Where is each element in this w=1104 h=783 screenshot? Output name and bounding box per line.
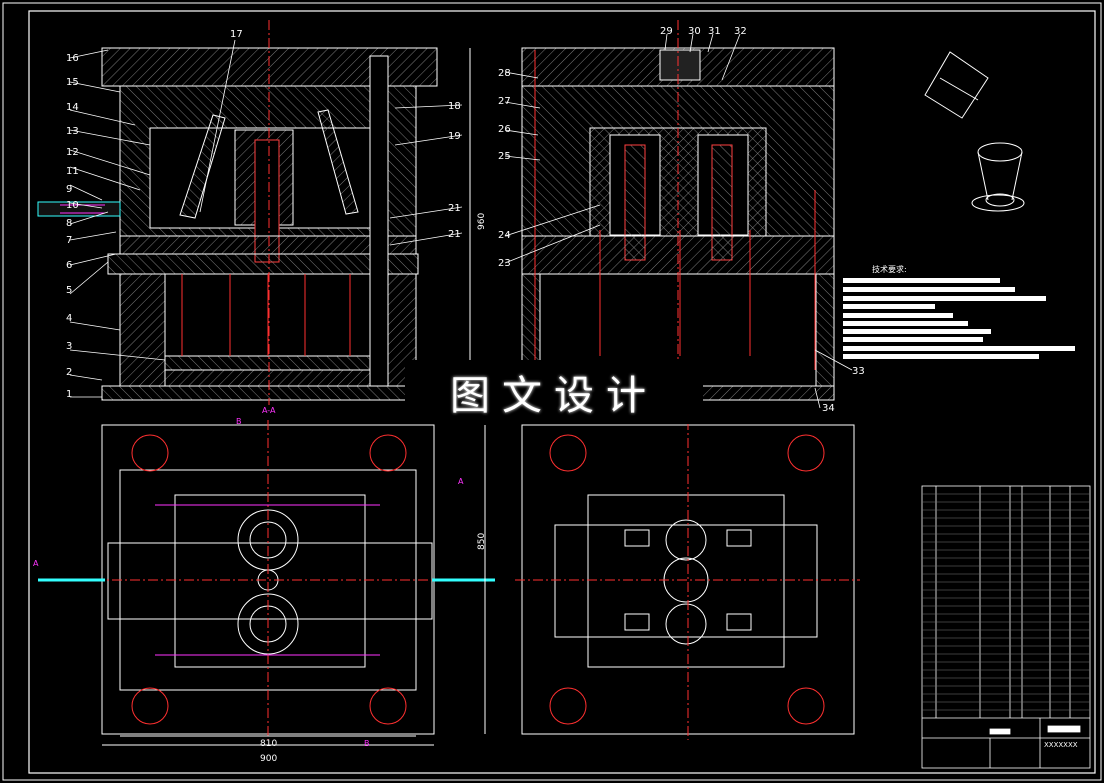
callout-9: 9	[66, 184, 72, 195]
callout-23: 23	[498, 258, 511, 269]
cut-marker-a-left: A	[33, 559, 39, 568]
callout-26: 26	[498, 124, 511, 135]
callout-labels: 1 2 3 4 5 6 7 8 9 10 11 12 13 14 15 16 1…	[66, 26, 865, 414]
callout-6: 6	[66, 260, 72, 271]
callout-19: 19	[448, 131, 461, 142]
callout-10: 10	[66, 200, 79, 211]
leader-lines	[69, 33, 853, 409]
callout-1: 1	[66, 389, 72, 400]
callout-31: 31	[708, 26, 721, 37]
callout-7: 7	[66, 235, 72, 246]
callout-4: 4	[66, 313, 72, 324]
callout-5: 5	[66, 285, 72, 296]
callout-15: 15	[66, 77, 79, 88]
cut-marker-a-right: A	[458, 477, 464, 486]
dim-width-outer: 900	[260, 754, 277, 764]
callout-14: 14	[66, 102, 79, 113]
watermark-text: 图文设计	[450, 373, 658, 419]
dim-width-inner: 810	[260, 739, 277, 749]
cut-marker-b-bottom: B	[364, 739, 370, 748]
callout-30: 30	[688, 26, 701, 37]
callout-21a: 21	[448, 203, 461, 214]
callout-34: 34	[822, 403, 835, 414]
callout-17: 17	[230, 29, 243, 40]
callout-2: 2	[66, 367, 72, 378]
callout-21b: 21	[448, 229, 461, 240]
isometric-part-sketches	[924, 51, 1025, 212]
dim-height-main: 960	[477, 213, 487, 230]
plan-view-moving-half	[38, 420, 495, 746]
section-title-aa: A-A	[262, 406, 276, 415]
callout-24: 24	[498, 230, 511, 241]
dim-height-side: 850	[477, 533, 487, 550]
title-block-code: XXXXXXX	[1044, 741, 1078, 749]
drawing-frame-inner	[28, 10, 1096, 774]
callout-27: 27	[498, 96, 511, 107]
callout-16: 16	[66, 53, 79, 64]
front-section-view	[37, 20, 471, 405]
tech-requirement-title: 技术要求:	[872, 264, 907, 274]
callout-28: 28	[498, 68, 511, 79]
side-section-view	[521, 20, 835, 401]
callout-12: 12	[66, 147, 79, 158]
callout-25: 25	[498, 151, 511, 162]
callout-29: 29	[660, 26, 673, 37]
section-markers: A-A A A B B	[33, 406, 464, 748]
tech-requirement-lines	[843, 278, 1075, 359]
watermark-banner: 图文设计	[405, 360, 703, 424]
bom-rows	[922, 493, 1090, 711]
cut-marker-b-top: B	[236, 417, 242, 426]
callout-11: 11	[66, 166, 79, 177]
callout-33: 33	[852, 366, 865, 377]
callout-13: 13	[66, 126, 79, 137]
title-block	[921, 485, 1091, 769]
callout-18: 18	[448, 101, 461, 112]
callout-8: 8	[66, 218, 72, 229]
callout-32: 32	[734, 26, 747, 37]
plan-view-fixed-half	[515, 420, 860, 740]
callout-3: 3	[66, 341, 72, 352]
dimension-text: 900 810 850 960	[260, 213, 487, 764]
